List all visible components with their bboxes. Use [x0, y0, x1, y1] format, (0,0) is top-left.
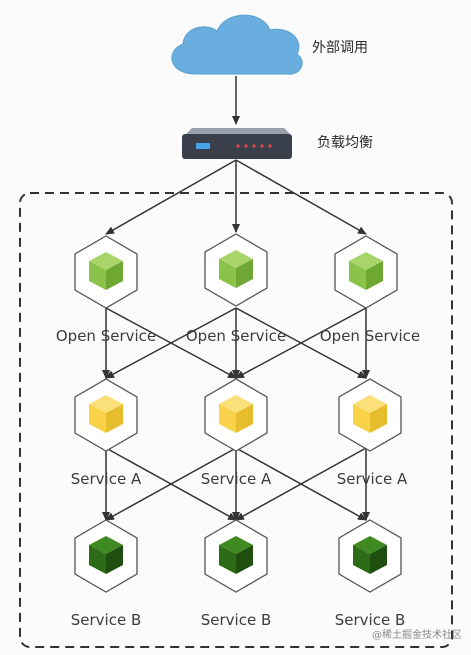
- open-service-node-2: [204, 233, 268, 307]
- cube-icon: [89, 395, 123, 433]
- external-call-label: 外部调用: [312, 40, 368, 56]
- cube-icon: [353, 395, 387, 433]
- service-cluster-boundary: [19, 192, 453, 648]
- service-b-node-3: [338, 519, 402, 593]
- service-a-label-2: Service A: [201, 470, 272, 488]
- service-b-label-2: Service B: [201, 611, 272, 629]
- cloud-icon: [171, 14, 303, 75]
- a-to-b-arrows: [102, 447, 370, 521]
- cube-icon: [349, 252, 383, 290]
- lb-fanout-arrows: [105, 159, 367, 235]
- cube-icon: [89, 252, 123, 290]
- open-service-node-3: [334, 235, 398, 309]
- service-b-label-3: Service B: [335, 611, 406, 629]
- open-to-a-arrows: [102, 307, 370, 379]
- service-b-node-2: [204, 519, 268, 593]
- service-a-node-3: [338, 378, 402, 452]
- open-service-node-1: [74, 235, 138, 309]
- watermark-text: @稀土掘金技术社区: [372, 628, 462, 641]
- cube-icon: [219, 395, 253, 433]
- service-a-node-2: [204, 378, 268, 452]
- service-a-node-1: [74, 378, 138, 452]
- cube-icon: [89, 536, 123, 574]
- load-balancer-label: 负载均衡: [317, 135, 373, 151]
- service-a-label-1: Service A: [71, 470, 142, 488]
- cube-icon: [219, 250, 253, 288]
- router-icon: [182, 128, 292, 159]
- cube-icon: [353, 536, 387, 574]
- service-b-node-1: [74, 519, 138, 593]
- open-service-label-2: Open Service: [186, 327, 286, 345]
- cube-icon: [219, 536, 253, 574]
- service-a-label-3: Service A: [337, 470, 408, 488]
- open-service-label-3: Open Service: [320, 327, 420, 345]
- open-service-label-1: Open Service: [56, 327, 156, 345]
- service-b-label-1: Service B: [71, 611, 142, 629]
